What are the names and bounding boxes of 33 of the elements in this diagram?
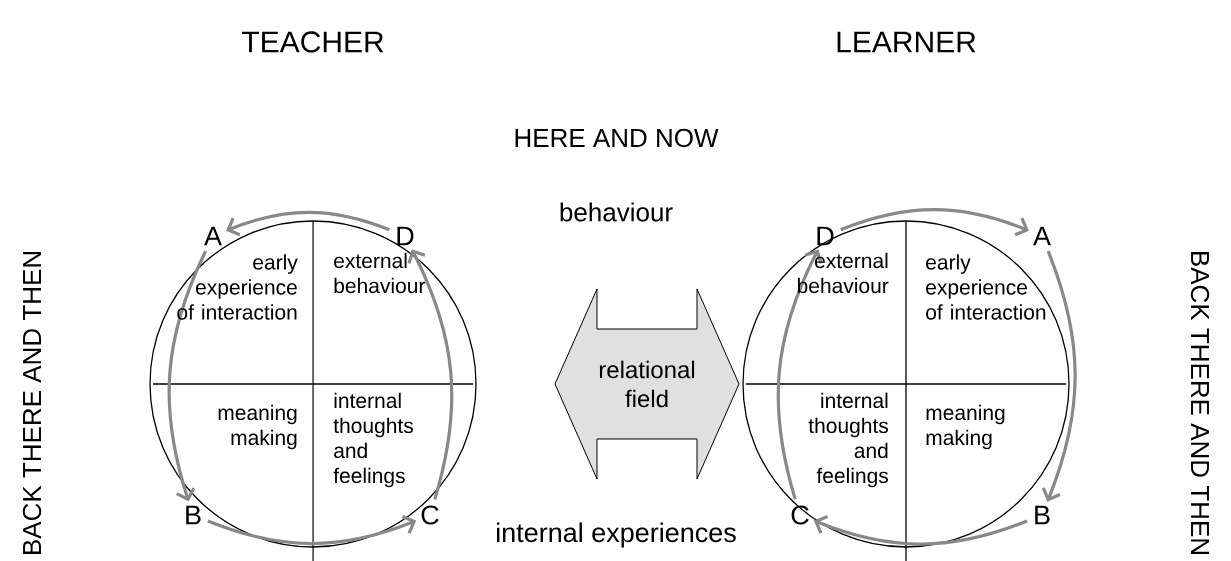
cycle-arrow [407,249,454,500]
cycle-arrow [813,514,1028,546]
column-heading: TEACHER [242,31,384,53]
axis-label: HERE AND NOW [515,128,719,148]
stage-letter: C [421,505,439,525]
quadrant-text: external behaviour [797,252,889,294]
quadrant-text: early experience of interaction [926,254,1046,320]
stage-letter: A [1033,226,1051,246]
cycle-arrow [840,208,1029,237]
stage-letter: B [1035,505,1050,525]
quadrant-circle [149,220,477,548]
axis-label: internal experiences [497,522,736,548]
axis-label: behaviour [560,202,673,222]
quadrant-circle [742,220,1070,548]
stage-letter: A [204,226,222,246]
quadrant-text: meaning making [926,404,1005,450]
quadrant-text: external behaviour [334,252,426,294]
cycle-arrow [207,514,417,546]
quadrant-text: internal thoughts and feelings [333,392,413,488]
column-heading: LEARNER [837,31,976,53]
cycle-arrow [226,210,390,237]
quadrant-text: early experience of interaction [177,254,298,320]
quadrant-text: meaning making [218,404,297,450]
axis-label: BACK THERE AND THEN [22,252,42,554]
stage-letter: D [817,226,834,246]
stage-letter: C [791,505,809,525]
cycle-arrow [776,249,823,500]
stage-letter: B [186,505,201,525]
cycle-arrow [1041,250,1077,502]
quadrant-text: internal thoughts and feelings [808,392,889,488]
cycle-arrow [167,250,208,502]
axis-label: BACK THERE AND THEN [1190,252,1210,554]
stage-letter: D [397,226,414,246]
